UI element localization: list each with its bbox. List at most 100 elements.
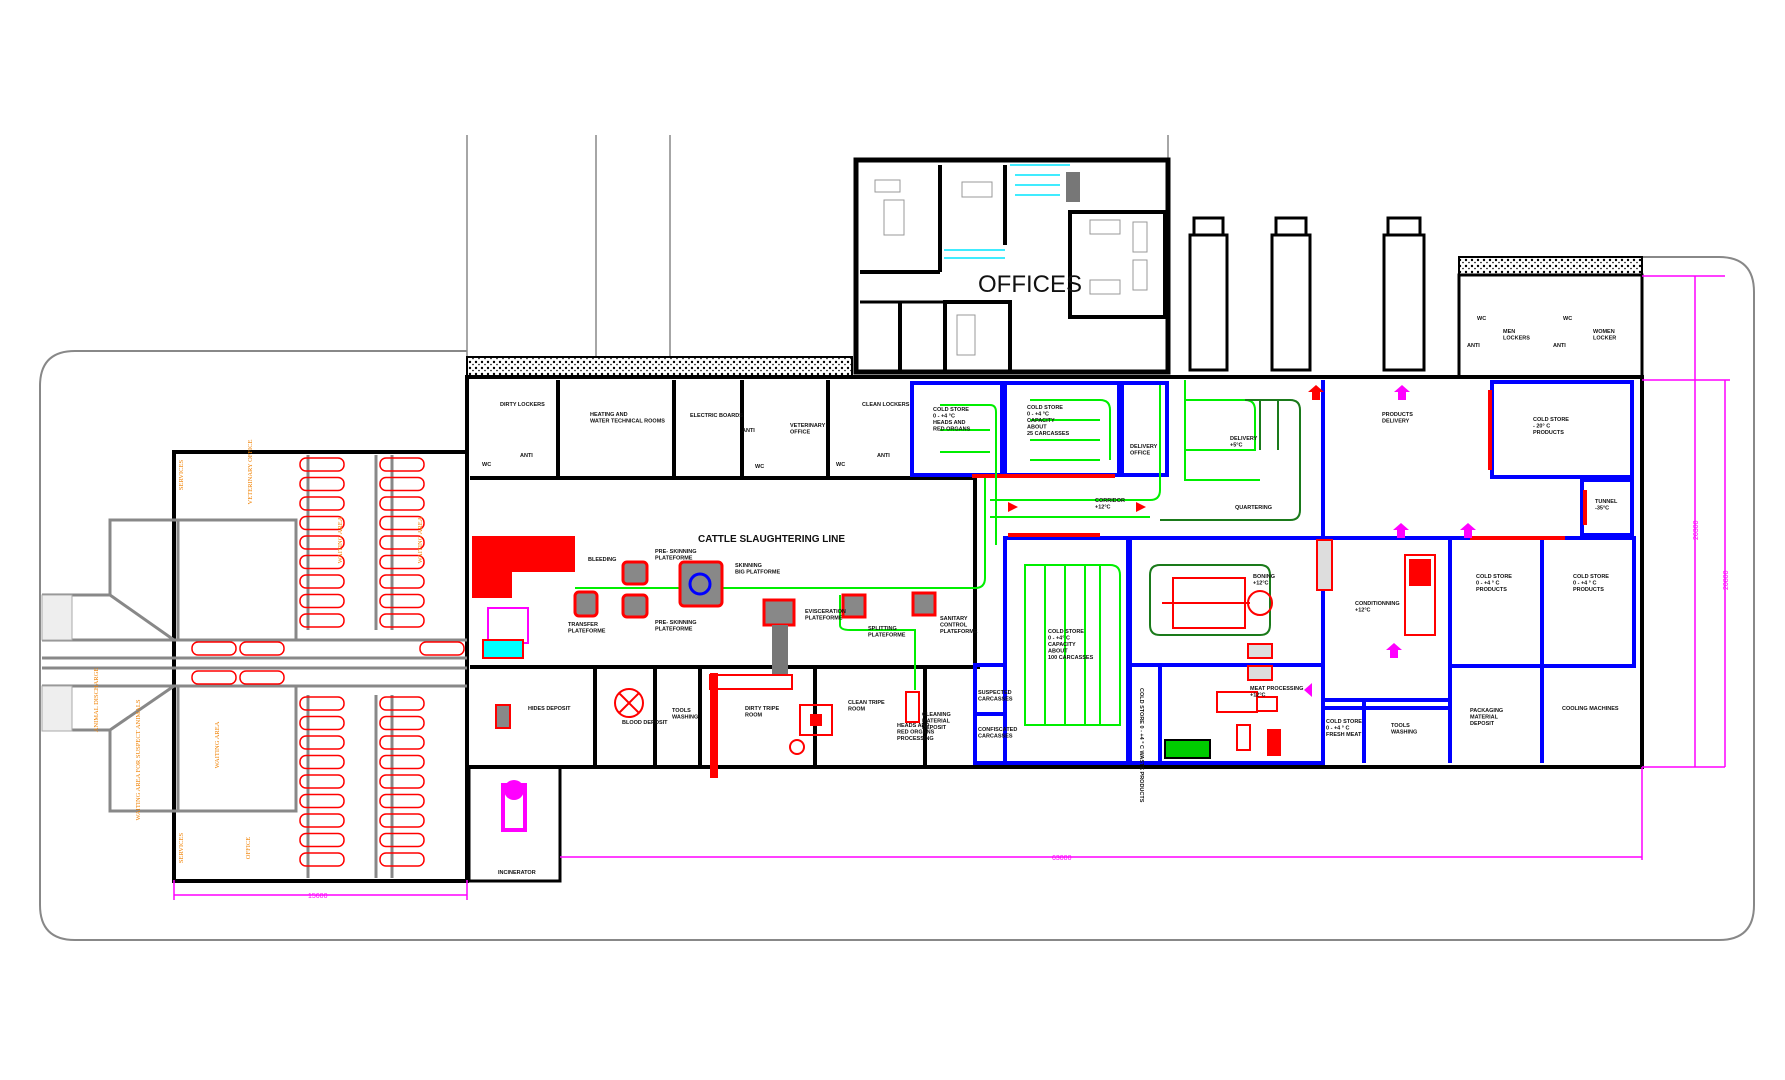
room-label-cold-store-heads: RED ORGANS — [933, 427, 971, 433]
cattle-icon — [299, 793, 345, 809]
room-label-cold-store-heads: 0 - +4 °C — [933, 414, 955, 420]
room-label-cold-store-25: 25 CARCASSES — [1027, 431, 1070, 437]
lairage-label-waiting-area-1: WAITING AREA — [337, 516, 344, 563]
hatched-strip-right — [1458, 256, 1643, 276]
cattle-icon — [379, 613, 425, 628]
room-label-pre-skinning-2: PLATEFORME — [655, 627, 693, 633]
room-label-tools-washing-1: TOOLS — [672, 708, 691, 714]
room-label-cold-store-products-2: COLD STORE — [1573, 574, 1609, 580]
room-label-anti-2: ANTI — [742, 428, 755, 434]
cattle-icon — [379, 832, 425, 848]
dimension-overall-depth: 26300 — [1693, 520, 1700, 540]
room-label-pre-skinning-2: PRE- SKINNING — [655, 620, 697, 626]
room-label-transfer: TRANSFER — [568, 622, 598, 628]
cattle-icon — [191, 641, 237, 656]
slaughter-line-equipment — [472, 536, 937, 832]
cattle-icon — [299, 696, 345, 711]
cattle-icon — [379, 457, 425, 472]
room-label-clean-tripe: ROOM — [848, 707, 866, 713]
cattle-icon — [299, 593, 345, 609]
cattle-icon — [299, 554, 345, 570]
room-label-transfer: PLATEFORME — [568, 629, 606, 635]
room-label-dirty-tripe: ROOM — [745, 713, 763, 719]
cattle-icon — [299, 515, 345, 531]
room-label-cold-store-heads: COLD STORE — [933, 407, 969, 413]
room-label-cooling-machines: COOLING MACHINES — [1562, 706, 1619, 712]
room-label-cold-store-products-1: PRODUCTS — [1476, 587, 1507, 593]
room-label-cold-store-minus20: - 20° C — [1533, 424, 1550, 430]
room-label-cold-store-fresh: FRESH MEAT — [1326, 732, 1362, 738]
lairage-label-waiting-area-3: WAITING AREA — [214, 721, 221, 768]
room-label-veterinary-office: VETERINARY — [790, 423, 826, 429]
room-label-meat-processing: MEAT PROCESSING — [1250, 686, 1303, 692]
room-label-cold-store-heads: HEADS AND — [933, 420, 966, 426]
room-label-women-locker: LOCKER — [1593, 336, 1616, 342]
room-label-pre-skinning-1: PLATEFORME — [655, 556, 693, 562]
room-label-cold-store-100: COLD STORE — [1048, 629, 1084, 635]
cattle-icon — [299, 774, 345, 789]
room-label-packaging: PACKAGING — [1470, 708, 1503, 714]
room-label-cold-store-products-1: 0 - +4 ° C — [1476, 581, 1499, 587]
room-label-cleaning-material: DEPOSIT — [922, 725, 947, 731]
room-label-clean-lockers: CLEAN LOCKERS — [862, 402, 910, 408]
room-label-cold-store-minus20: COLD STORE — [1533, 417, 1569, 423]
room-label-cold-store-products-2: PRODUCTS — [1573, 587, 1604, 593]
room-label-anti-5: ANTI — [1553, 343, 1566, 349]
cattle-icon — [191, 670, 237, 685]
lairage-label-services-top: SERVICES — [178, 460, 185, 491]
cattle-icon — [299, 715, 345, 731]
cattle-icon — [379, 715, 425, 731]
room-label-cold-store-products-1: COLD STORE — [1476, 574, 1512, 580]
cattle-icon — [379, 696, 425, 711]
room-label-delivery-office: OFFICE — [1130, 451, 1150, 457]
room-label-cold-store-100: 100 CARCASSES — [1048, 655, 1094, 661]
lairage-label-veterinary-office-lairage: VETERINARY OFFICE — [247, 440, 254, 505]
room-label-tools-washing-2: TOOLS — [1391, 723, 1410, 729]
room-label-skinning-big: BIG PLATFORME — [735, 570, 780, 576]
processing-equipment — [1162, 539, 1436, 759]
silos — [1188, 216, 1426, 372]
room-label-meat-processing: +12°C — [1250, 693, 1266, 699]
room-label-bleeding: BLEEDING — [588, 557, 616, 563]
lairage-label-office-lairage: OFFICE — [245, 837, 252, 859]
room-label-cold-store-25: 0 - +4 °C — [1027, 412, 1049, 418]
cattle-icon — [379, 515, 425, 531]
room-label-cold-store-25: COLD STORE — [1027, 405, 1063, 411]
room-label-clean-tripe: CLEAN TRIPE — [848, 700, 885, 706]
room-label-packaging: DEPOSIT — [1470, 721, 1495, 727]
room-label-men-lockers: LOCKERS — [1503, 336, 1530, 342]
cattle-icon — [299, 535, 345, 550]
cattle-icon — [299, 457, 345, 472]
room-label-splitting: PLATEFORME — [868, 633, 906, 639]
room-label-anti-1: ANTI — [520, 453, 533, 459]
room-label-wc-4: WC — [1477, 316, 1486, 322]
room-label-products-delivery: PRODUCTS — [1382, 412, 1413, 418]
cattle-icon — [239, 641, 285, 656]
room-label-electric-boards: ELECTRIC BOARDS — [690, 413, 743, 419]
offices-label: OFFICES — [978, 271, 1082, 298]
room-label-blood-deposit: BLOOD DEPOSIT — [622, 720, 668, 726]
room-label-heating-water: HEATING AND — [590, 412, 628, 418]
site-boundary — [39, 256, 1755, 941]
room-label-wc-2: WC — [755, 464, 764, 470]
room-label-heads-processing: RED ORGANS — [897, 730, 935, 736]
room-label-tunnel: TUNNEL — [1595, 499, 1618, 505]
room-label-cold-store-fresh: COLD STORE — [1326, 719, 1362, 725]
direction-arrows — [1008, 385, 1476, 697]
room-label-suspected-carcasses: SUSPECTED — [978, 690, 1012, 696]
room-label-delivery: +5°C — [1230, 443, 1242, 449]
room-label-packaging: MATERIAL — [1470, 715, 1499, 721]
room-label-tools-washing-2: WASHING — [1391, 730, 1417, 736]
room-label-evisceration: PLATEFORME — [805, 616, 843, 622]
dimension-building-depth: 20800 — [1723, 570, 1730, 590]
room-label-confiscated-carcasses: CONFISCATED — [978, 727, 1017, 733]
room-label-wc-5: WC — [1563, 316, 1572, 322]
dimension-building-length: 63000 — [1052, 855, 1072, 862]
cattle-icon — [379, 735, 425, 750]
room-label-corridor: CORRIDOR — [1095, 498, 1125, 504]
cattle-icon — [419, 641, 465, 656]
room-label-boning: BONING — [1253, 574, 1275, 580]
room-label-women-locker: WOMEN — [1593, 329, 1615, 335]
room-label-cleaning-material: CLEANING — [922, 712, 951, 718]
cattle-icon — [299, 735, 345, 750]
